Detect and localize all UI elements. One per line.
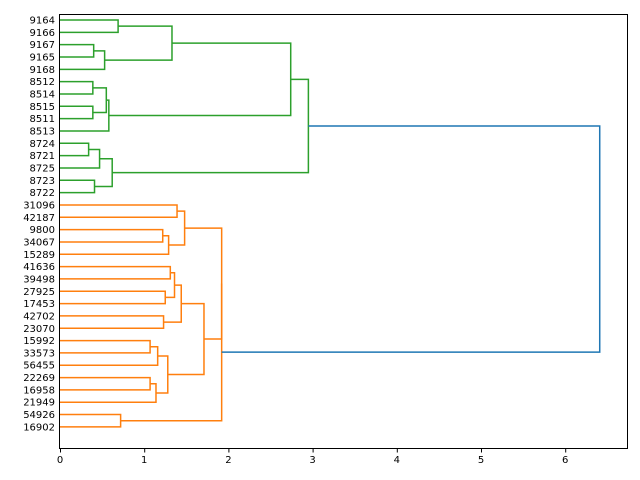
dendrogram-link — [60, 376, 151, 391]
leaf-label: 8725 — [30, 163, 55, 174]
leaf-label: 56455 — [23, 361, 55, 372]
dendrogram-link — [60, 315, 165, 329]
dendrogram-link — [184, 227, 223, 340]
dendrogram-link — [60, 99, 110, 132]
dendrogram-link — [60, 265, 172, 280]
dendrogram-link — [60, 235, 170, 256]
leaf-label: 34067 — [23, 237, 55, 248]
dendrogram-link — [163, 284, 182, 323]
dendrogram-link — [60, 142, 90, 157]
dendrogram-link — [60, 228, 164, 243]
leaf-label: 21949 — [23, 398, 55, 409]
dendrogram-links — [60, 19, 601, 428]
leaf-label: 9167 — [30, 40, 55, 51]
dendrogram-link — [60, 382, 157, 403]
axis-spines — [59, 14, 628, 449]
leaf-label: 9164 — [30, 16, 55, 27]
leaf-label: 23070 — [23, 324, 55, 335]
x-tick-label: 3 — [309, 455, 315, 466]
dendrogram-link — [60, 290, 166, 305]
dendrogram-link — [60, 148, 101, 169]
dendrogram-link — [60, 413, 122, 428]
dendrogram-link — [60, 19, 119, 34]
leaf-label: 31096 — [23, 200, 55, 211]
leaf-label: 16958 — [23, 385, 55, 396]
leaf-label: 8511 — [30, 114, 55, 125]
dendrogram-link — [60, 204, 178, 219]
leaf-label: 39498 — [23, 274, 55, 285]
leaf-label: 8513 — [30, 126, 55, 137]
x-axis — [59, 14, 628, 449]
dendrogram-link — [120, 283, 223, 422]
dendrogram-link — [221, 125, 601, 353]
dendrogram-link — [60, 80, 94, 95]
leaf-label: 9166 — [30, 28, 55, 39]
x-tick-label: 6 — [562, 455, 568, 466]
leaf-label: 8512 — [30, 77, 55, 88]
leaf-label: 8515 — [30, 102, 55, 113]
x-tick-label: 1 — [141, 455, 147, 466]
leaf-label: 8724 — [30, 139, 55, 150]
x-tick-label: 0 — [57, 455, 63, 466]
leaf-label: 8723 — [30, 176, 55, 187]
leaf-label: 9168 — [30, 65, 55, 76]
x-tick-label: 2 — [225, 455, 231, 466]
leaf-label: 15289 — [23, 250, 55, 261]
dendrogram-link — [92, 87, 108, 114]
leaf-label: 41636 — [23, 262, 55, 273]
x-tick-label: 5 — [478, 455, 484, 466]
dendrogram-link — [108, 42, 292, 117]
leaf-label: 9800 — [30, 225, 55, 236]
leaf-label: 54926 — [23, 410, 55, 421]
leaf-label: 9165 — [30, 52, 55, 63]
leaf-label: 42187 — [23, 213, 55, 224]
dendrogram-link — [94, 157, 113, 188]
x-tick-label: 4 — [394, 455, 400, 466]
dendrogram-link — [60, 179, 96, 194]
leaf-label: 8722 — [30, 188, 55, 199]
leaf-label: 16902 — [23, 422, 55, 433]
dendrogram-link — [167, 302, 205, 376]
dendrogram-link — [112, 78, 310, 174]
dendrogram-link — [60, 339, 151, 354]
leaf-label: 15992 — [23, 336, 55, 347]
x-axis-ticks: 0 1 2 3 4 5 6 — [57, 448, 568, 466]
leaf-label: 33573 — [23, 348, 55, 359]
dendrogram-link — [60, 50, 106, 71]
leaf-label: 22269 — [23, 373, 55, 384]
dendrogram-link — [60, 345, 159, 366]
dendrogram-link — [60, 105, 94, 120]
leaf-label: 8721 — [30, 151, 55, 162]
dendrogram-link — [60, 43, 95, 58]
leaf-label: 8514 — [30, 89, 55, 100]
leaf-label: 17453 — [23, 299, 55, 310]
leaf-label: 27925 — [23, 287, 55, 298]
dendrogram-link — [104, 25, 173, 61]
leaf-label: 42702 — [23, 311, 55, 322]
